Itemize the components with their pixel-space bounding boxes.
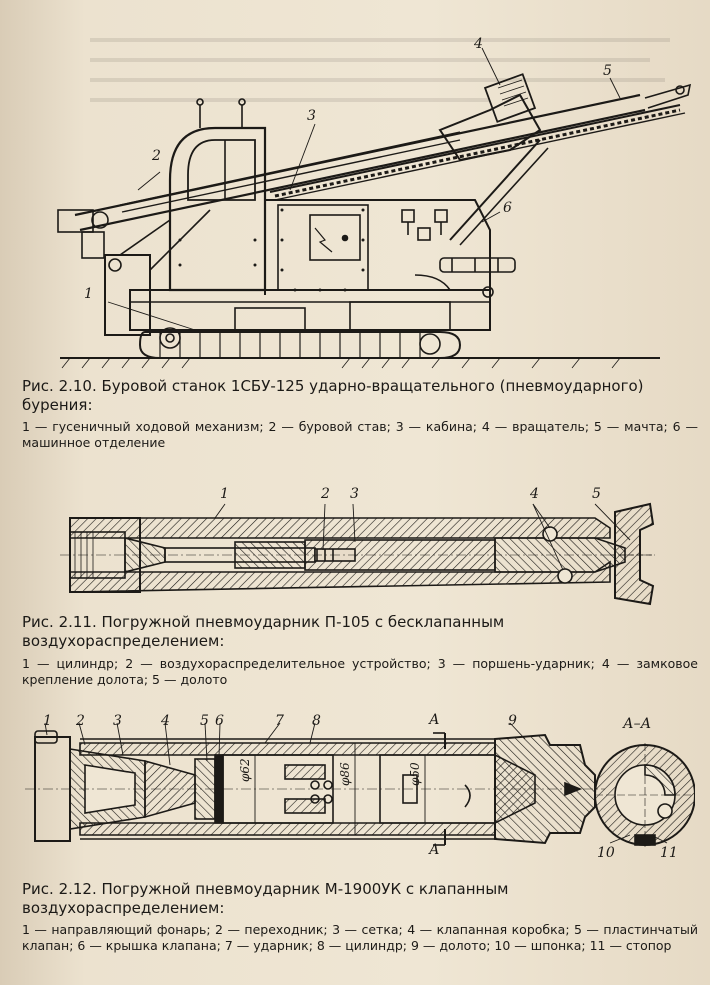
figure-2-12-caption: Рис. 2.12. Погружной пневмоударник М-190… [22,880,509,917]
figure-2-10-drilling-rig [20,40,700,375]
callout-5: 5 [200,713,209,729]
callout-1: 1 [220,486,229,502]
callout-2: 2 [321,486,330,502]
callout-7: 7 [275,713,284,729]
figure-2-12-hammer-m1900uk [25,715,695,875]
callout-6: 6 [215,713,224,729]
figure-2-11-caption: Рис. 2.11. Погружной пневмоударник П-105… [22,613,505,650]
diameter-50: φ50 [408,762,422,786]
callout-2: 2 [76,713,85,729]
figure-2-10-legend: 1 — гусеничный ходовой механизм; 2 — бур… [22,419,698,450]
callout-5: 5 [592,486,601,502]
callout-3: 3 [307,108,316,124]
section-mark-top: А [429,712,440,728]
callout-4: 4 [474,36,483,52]
callout-6: 6 [503,200,512,216]
callout-1: 1 [43,713,52,729]
callout-9: 9 [508,713,517,729]
figure-2-10-caption: Рис. 2.10. Буровой станок 1СБУ-125 ударн… [22,377,644,414]
callout-3: 3 [350,486,359,502]
callout-10: 10 [597,845,615,861]
callout-4: 4 [161,713,170,729]
figure-2-11-hammer-p105 [55,500,655,610]
section-view-title: А–А [623,716,652,732]
diameter-86: φ86 [338,762,352,786]
callout-2: 2 [152,148,161,164]
callout-11: 11 [660,845,678,861]
callout-4: 4 [530,486,539,502]
section-mark-bottom: А [429,842,440,858]
diameter-62: φ62 [238,758,252,782]
callout-1: 1 [84,286,93,302]
bleed-through-text [90,38,670,102]
figure-2-12-legend: 1 — направляющий фонарь; 2 — переходник;… [22,922,698,953]
figure-2-11-legend: 1 — цилиндр; 2 — воздухораспределительно… [22,656,698,687]
callout-8: 8 [312,713,321,729]
callout-5: 5 [603,63,612,79]
callout-3: 3 [113,713,122,729]
